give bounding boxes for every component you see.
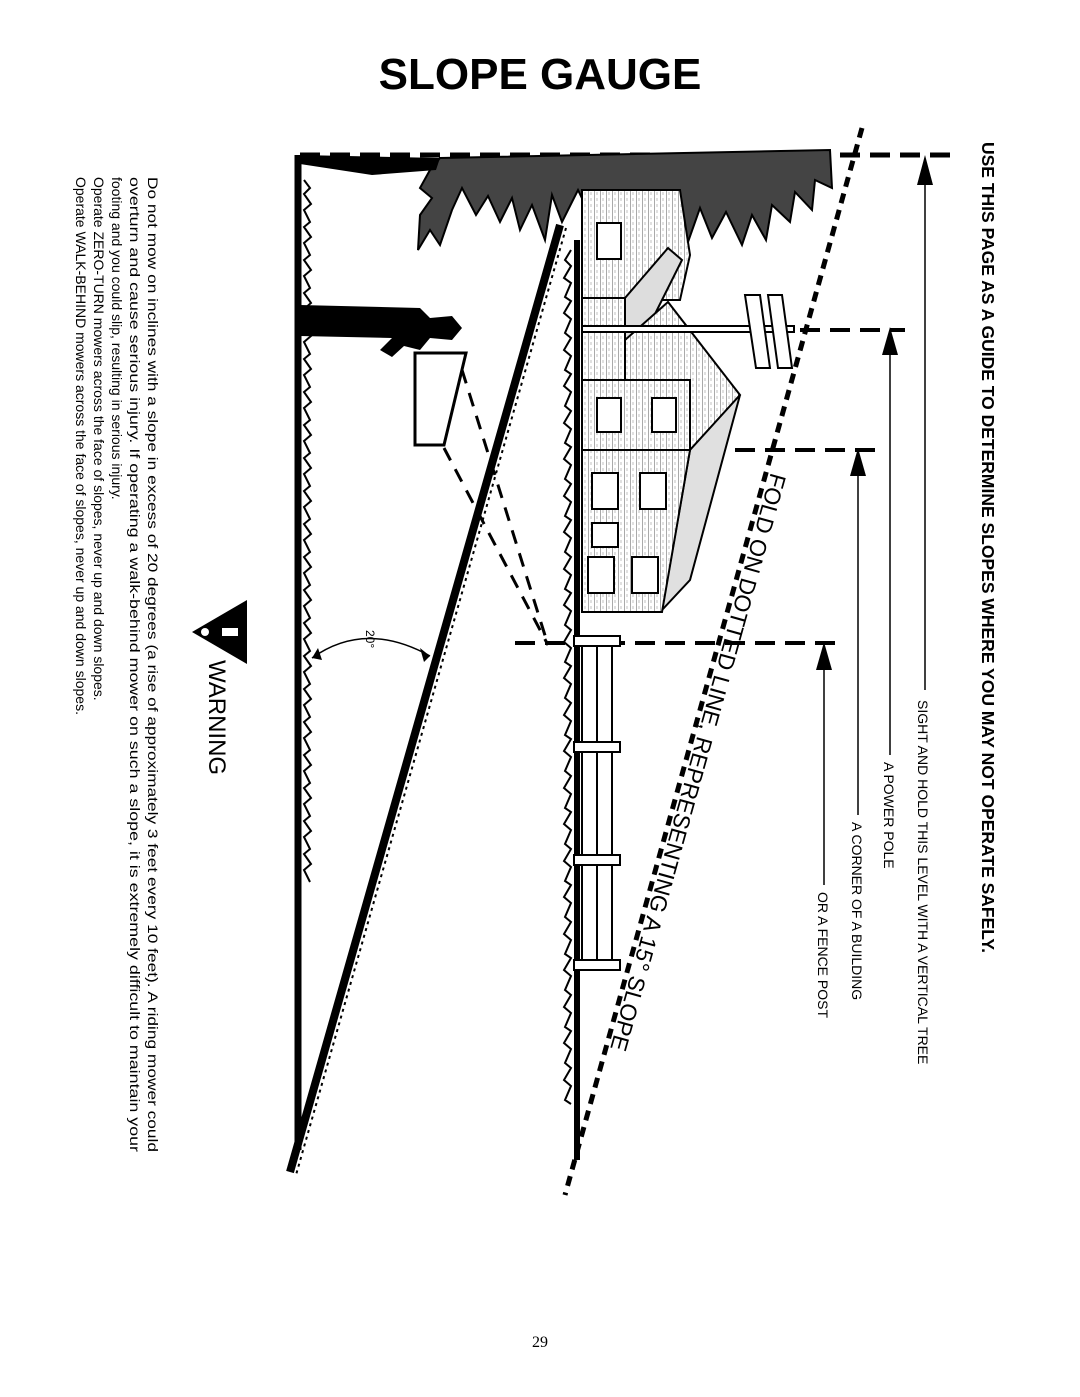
operator-silhouette — [300, 305, 468, 447]
warning-text-line-2: overturn and cause serious injury. If op… — [127, 177, 143, 1152]
sight-label-building: A CORNER OF A BUILDING — [849, 822, 865, 1000]
warning-text-line-5: Operate WALK-BEHIND mowers across the fa… — [73, 177, 89, 715]
sight-dash-lower — [460, 369, 550, 646]
ground-line-20-degree — [286, 223, 567, 1176]
angle-arc — [311, 637, 431, 659]
sight-arrow-tree — [917, 155, 933, 690]
sight-label-power-pole: A POWER POLE — [881, 762, 897, 869]
sight-label-tree: SIGHT AND HOLD THIS LEVEL WITH A VERTICA… — [915, 700, 931, 1064]
warning-text-line-3: footing and you could slip, resulting in… — [109, 177, 125, 500]
fold-line-15-degree — [562, 127, 865, 1196]
angle-label: 20° — [363, 630, 377, 648]
warning-label: WARNING — [203, 660, 230, 775]
warning-text-line-1: Do not mow on inclines with a slope in e… — [145, 177, 161, 1152]
sight-label-fence-post: OR A FENCE POST — [815, 892, 831, 1018]
warning-text-line-4: Operate ZERO-TURN mowers across the face… — [91, 177, 107, 701]
ground-line-15 — [562, 240, 580, 1160]
ground-line-base — [294, 155, 313, 1150]
sight-arrow-fence-post — [816, 642, 832, 885]
sight-dash-upper — [442, 447, 550, 646]
sight-arrow-building — [850, 448, 866, 815]
guide-heading: USE THIS PAGE AS A GUIDE TO DETERMINE SL… — [978, 142, 998, 953]
warning-triangle-icon — [192, 600, 247, 664]
page-number: 29 — [532, 1334, 548, 1351]
tree-trunk — [300, 155, 440, 175]
house — [581, 189, 742, 614]
fence — [573, 635, 621, 971]
sight-arrow-power-pole — [882, 327, 898, 755]
page-title: SLOPE GAUGE — [378, 50, 702, 99]
power-pole — [581, 294, 795, 369]
